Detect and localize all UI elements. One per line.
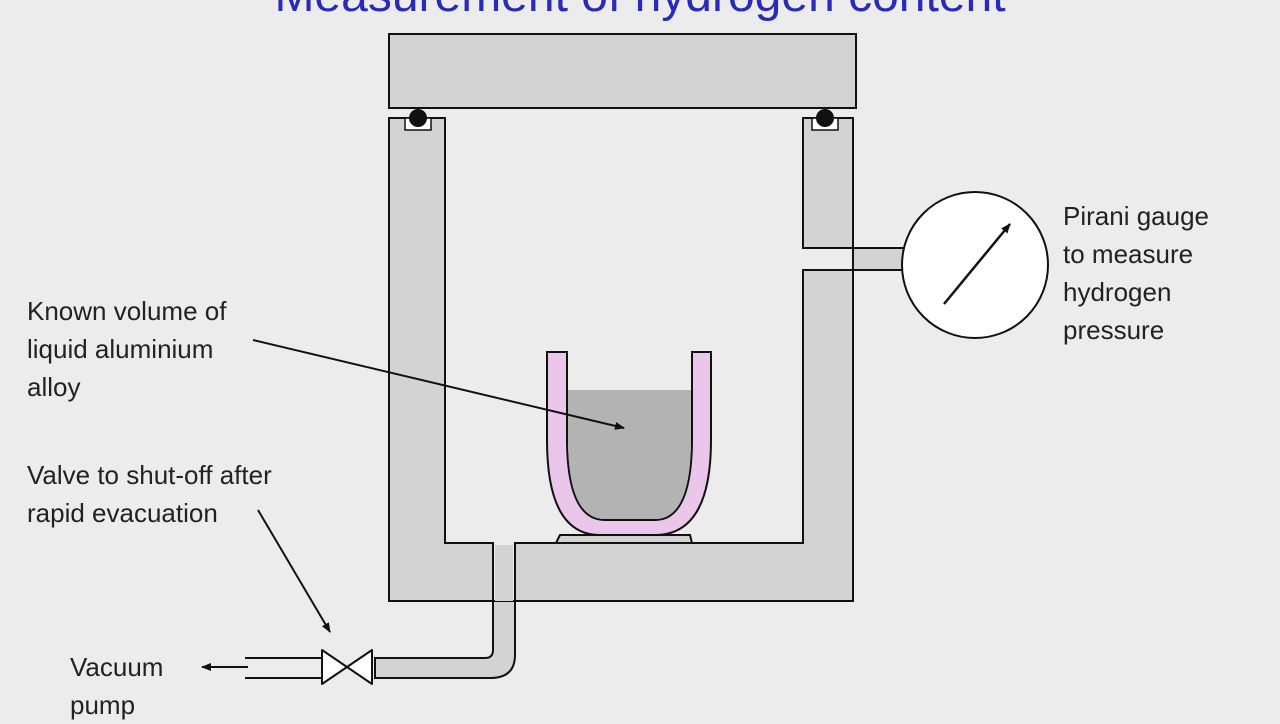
vacuum-pump-label: Vacuum pump	[70, 652, 164, 720]
crucible	[546, 351, 712, 536]
valve-pointer-arrow	[257, 509, 331, 633]
liquid-alloy	[568, 390, 691, 519]
seal-left	[404, 109, 432, 131]
liquid-alloy-label: Known volume of liquid aluminium alloy	[27, 296, 227, 402]
gauge-needle	[943, 223, 1011, 305]
slide-title: Measurement of hydrogen content	[0, 0, 1280, 23]
crucible-stand	[554, 534, 694, 544]
pirani-gauge-label: Pirani gauge to measure hydrogen pressur…	[1063, 201, 1209, 345]
seal-right	[811, 109, 839, 131]
pipe-channel	[495, 545, 513, 601]
shutoff-valve	[321, 649, 373, 685]
valve-label: Valve to shut-off after rapid evacuation	[27, 460, 272, 528]
chamber-lid	[388, 33, 857, 109]
alloy-pointer-arrow	[252, 339, 625, 430]
